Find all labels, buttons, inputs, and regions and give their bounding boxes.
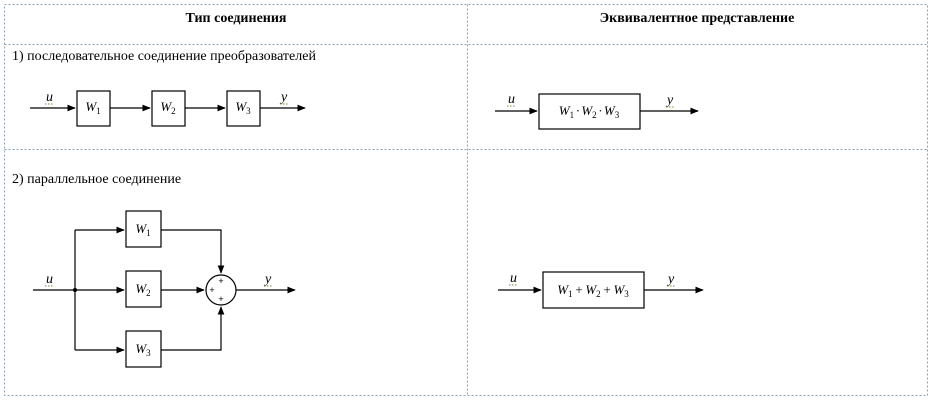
parallel-output-label: y	[263, 272, 272, 287]
series-eq-block	[538, 93, 641, 130]
summator-sign-bottom: +	[218, 294, 223, 304]
series-input-label: u	[46, 90, 53, 105]
svg-text:W1: W1	[135, 221, 150, 238]
svg-text:W3: W3	[135, 341, 151, 358]
parallel-block-w2: W2	[125, 270, 162, 308]
summator-sign-left: +	[209, 285, 214, 295]
series-eq-formula: W1·W2·W3	[559, 103, 620, 120]
parallel-eq-output-label: y	[666, 272, 675, 287]
row-label-series: 1) последовательное соединение преобразо…	[12, 49, 316, 64]
parallel-diagram: u W1 W2 W3	[33, 210, 296, 368]
parallel-eq-formula: W1+W2+W3	[557, 282, 629, 299]
svg-text:W2: W2	[135, 281, 150, 298]
parallel-eq-block	[542, 271, 645, 309]
parallel-equivalent: u W1+W2+W3 y	[498, 271, 704, 309]
series-diagram: u W1 W2 W3 y	[30, 90, 306, 127]
series-eq-output-label: y	[665, 93, 674, 108]
header-equivalent: Эквивалентное представление	[600, 11, 795, 26]
svg-text:W2: W2	[160, 99, 175, 116]
parallel-block-w1: W1	[125, 210, 162, 248]
summator: + + +	[205, 274, 237, 306]
series-eq-input-label: u	[508, 92, 515, 107]
svg-text:W3: W3	[235, 99, 251, 116]
parallel-block-w3: W3	[125, 330, 162, 368]
summator-sign-top: +	[218, 276, 223, 286]
parallel-eq-input-label: u	[510, 271, 517, 286]
series-block-w1: W1	[76, 90, 111, 127]
series-block-w3: W3	[226, 90, 261, 127]
parallel-input-label: u	[46, 272, 53, 287]
series-block-w2: W2	[151, 90, 186, 127]
svg-text:W1: W1	[85, 99, 100, 116]
series-equivalent: u W1·W2·W3 y	[495, 92, 699, 130]
header-connection-type: Тип соединения	[185, 11, 286, 26]
row-label-parallel: 2) параллельное соединение	[12, 172, 181, 187]
table-grid	[4, 4, 928, 396]
series-output-label: y	[279, 90, 288, 105]
